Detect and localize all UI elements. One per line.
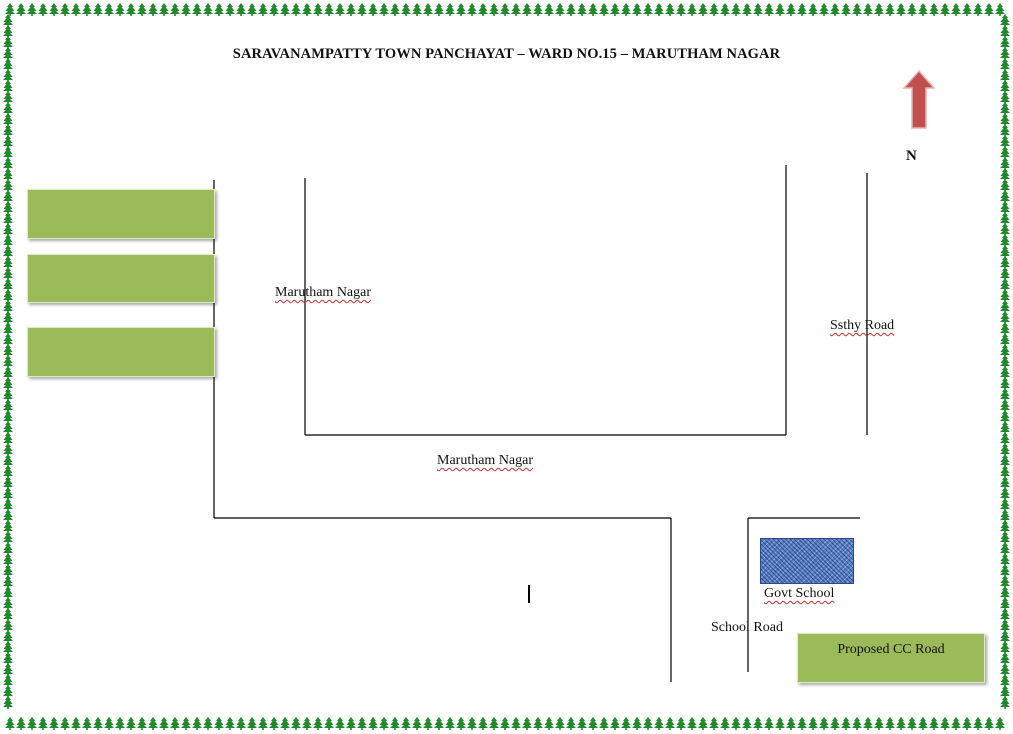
proposed-road-segment (27, 327, 215, 377)
road-label-text: Marutham Nagar (275, 285, 372, 300)
proposed-road-segment (27, 189, 215, 239)
map-title: SARAVANAMPATTY TOWN PANCHAYAT – WARD NO.… (232, 46, 781, 62)
road-label: School Road (711, 620, 783, 635)
school-label-text: Govt School (764, 586, 835, 601)
govt-school-marker (760, 538, 854, 584)
north-arrow-icon (902, 69, 936, 129)
road-label: Marutham Nagar (275, 285, 371, 301)
legend-proposed-cc-road: Proposed CC Road (797, 633, 985, 683)
road-label: Ssthy Road (830, 318, 894, 334)
school-label: Govt School (764, 586, 834, 602)
road-label: Marutham Nagar (437, 453, 533, 469)
proposed-road-segment (27, 254, 215, 303)
road-label-text: Ssthy Road (830, 318, 895, 333)
north-label: N (906, 148, 917, 164)
road-label-text: Marutham Nagar (437, 453, 534, 468)
